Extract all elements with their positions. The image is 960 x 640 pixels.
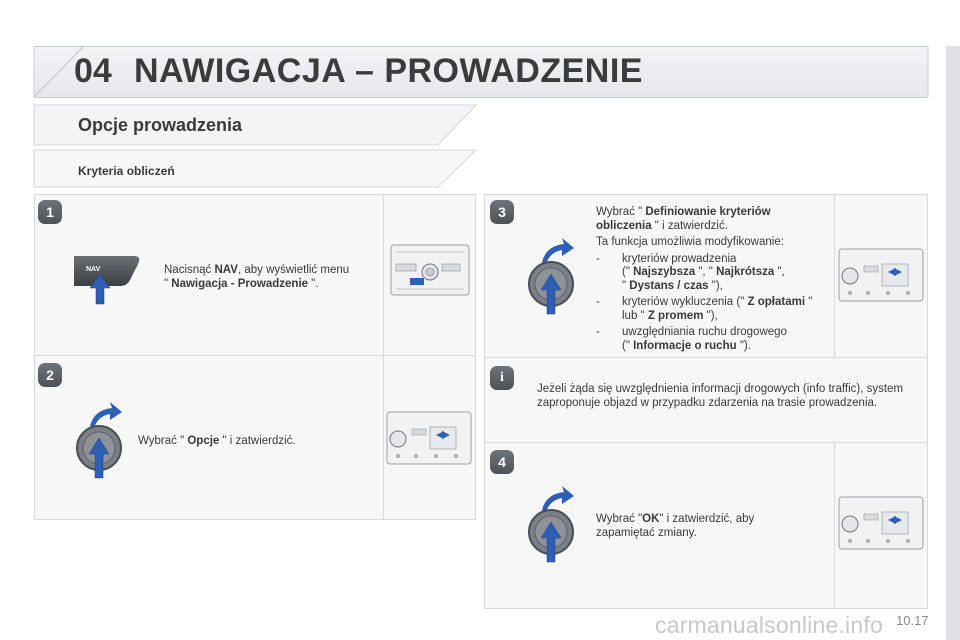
radio-unit-illustration [386,411,472,465]
step-3-text: Wybrać " Definiowanie kryteriów obliczen… [596,206,832,353]
list-item: - uwzględniania ruchu drogowego (" Infor… [596,326,787,352]
radio-unit-illustration [390,244,470,296]
info-badge: i [490,366,514,390]
panel-divider [834,442,835,609]
list-item: - kryteriów wykluczenia (" Z opłatami " … [596,296,813,322]
panel-divider [484,442,928,443]
step-1-text: Nacisnąć NAV, aby wyświetlić menu " Nawi… [164,264,350,290]
step-4-badge: 4 [490,450,514,474]
dial-push-illustration [528,238,574,315]
radio-unit-illustration [838,496,924,550]
panel-divider [484,357,928,358]
step-1-badge: 1 [38,200,62,224]
step-2-text: Wybrać " Opcje " i zatwierdzić. [138,435,296,447]
step-3-badge: 3 [490,200,514,224]
panel-divider [834,194,835,357]
radio-unit-illustration [838,248,924,302]
list-item: - kryteriów prowadzenia (" Najszybsza ",… [596,252,785,292]
chapter-number: 04 [74,52,112,90]
chapter-header-band [34,46,928,98]
watermark: carmanualsonline.info [655,612,883,638]
dial-push-illustration [76,402,122,479]
dial-push-illustration [528,486,574,563]
panel-divider [34,355,476,356]
page-number: 10.17 [896,613,929,628]
info-text: Jeżeli żąda się uwzględnienia informacji… [537,383,904,409]
chapter-title: NAWIGACJA – PROWADZENIE [134,52,643,90]
nav-button-label: NAV [86,266,101,273]
panel-divider [383,194,384,520]
nav-button-illustration: NAV [74,256,140,305]
step-4-text: Wybrać "OK" i zatwierdzić, aby zapamięta… [596,513,755,539]
step-2-badge: 2 [38,363,62,387]
section-subtitle: Kryteria obliczeń [78,164,175,178]
section-title: Opcje prowadzenia [78,115,243,135]
page-edge-bar [946,46,960,640]
